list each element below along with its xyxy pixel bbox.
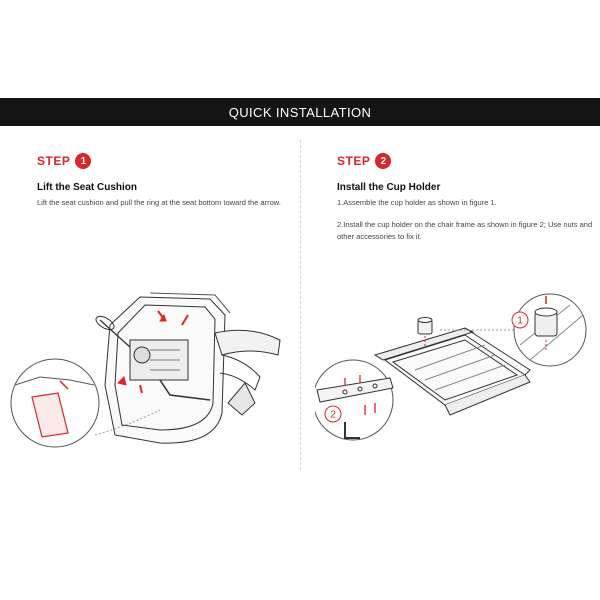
figure-2-callout: 2: [330, 410, 336, 421]
step-2-title: Install the Cup Holder: [337, 182, 441, 193]
step-1-paragraph: Lift the seat cushion and pull the ring …: [37, 198, 281, 207]
step-1-label: STEP: [37, 154, 71, 168]
column-divider: [300, 140, 301, 470]
step-2-section: STEP 2 Install the Cup Holder 1.Assemble…: [337, 152, 597, 253]
step-2-paragraph-2: 2.Install the cup holder on the chair fr…: [337, 220, 593, 241]
seat-cushion-illustration: [10, 285, 295, 460]
step-1-title: Lift the Seat Cushion: [37, 182, 137, 193]
step-1-heading: STEP 1: [37, 152, 297, 170]
step-1-number-badge: 1: [75, 153, 92, 169]
figure-1-callout: 1: [517, 316, 523, 327]
step-2-label: STEP: [337, 154, 371, 168]
banner-title: QUICK INSTALLATION: [228, 104, 372, 120]
cup-holder-illustration: 1 2: [312, 290, 590, 445]
section-banner: QUICK INSTALLATION: [0, 98, 600, 126]
step-1-section: STEP 1 Lift the Seat Cushion Lift the se…: [37, 152, 297, 219]
step-2-paragraph-1: 1.Assemble the cup holder as shown in fi…: [337, 198, 497, 207]
step-2-text: 1.Assemble the cup holder as shown in fi…: [337, 197, 597, 243]
step-2-number-badge: 2: [375, 153, 392, 169]
step-1-text: Lift the seat cushion and pull the ring …: [37, 197, 297, 209]
step-2-heading: STEP 2: [337, 152, 597, 170]
